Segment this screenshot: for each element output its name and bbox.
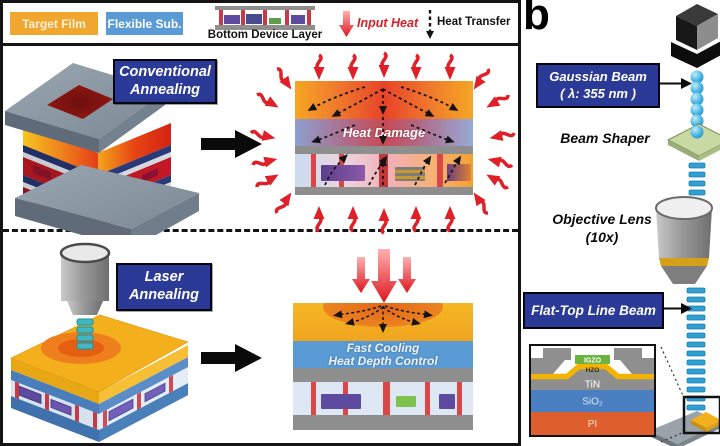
drain-electrode xyxy=(614,348,654,374)
objective-lens-label: Objective Lens (10x) xyxy=(543,210,661,246)
heat-transfer-arrows xyxy=(307,86,462,186)
objective-lens-line2: (10x) xyxy=(585,229,619,246)
device-stack-cross-section: IGZO HZO TiN SiO₂ PI xyxy=(531,348,654,435)
via xyxy=(457,382,462,415)
bottom-device-layer-region xyxy=(293,382,473,415)
gaussian-beam-line1: Gaussian Beam xyxy=(549,68,647,84)
flat-top-line-beam-label-box: Flat-Top Line Beam xyxy=(523,292,664,329)
objective-lens-line1: Objective Lens xyxy=(552,211,652,227)
via xyxy=(437,154,443,187)
flexible-sub-label: Flexible Sub. xyxy=(107,16,182,31)
input-heat-arrows-surround xyxy=(241,47,524,239)
laser-line2: Annealing xyxy=(128,287,200,303)
bottom-device-layer-label: Bottom Device Layer xyxy=(207,29,323,41)
panel-b-label: b xyxy=(523,0,550,39)
laser-input-heat-arrows xyxy=(352,249,416,303)
panel-annealing-comparison: Target Film Flexible Sub. Bottom Device … xyxy=(0,0,521,446)
heat-damage-label: Heat Damage xyxy=(342,125,426,140)
device-block xyxy=(321,165,365,181)
gaussian-beam-line2: ( λ: 355 nm ) xyxy=(560,85,636,101)
device-layer-top-bar xyxy=(293,368,473,382)
laser-line1: Laser xyxy=(144,269,184,286)
conventional-line1: Conventional xyxy=(119,63,211,80)
right-arrow-laser xyxy=(201,344,262,372)
fast-cooling-cross-section: Fast Cooling Heat Depth Control xyxy=(293,303,473,430)
device-layer-bottom-bar xyxy=(295,187,473,195)
flat-top-line-beam xyxy=(686,287,706,411)
target-film-label: Target Film xyxy=(22,16,86,31)
conventional-annealing-stack-illustration xyxy=(5,63,199,235)
device-block xyxy=(447,164,471,181)
gaussian-pointer-arrow xyxy=(658,78,692,89)
input-heat-arrow-icon xyxy=(339,11,354,37)
hzo-label: HZO xyxy=(586,367,600,374)
heat-depth-arrows xyxy=(333,305,433,333)
gaussian-beam-label-box: Gaussian Beam ( λ: 355 nm ) xyxy=(536,63,660,108)
sample-callout-box xyxy=(682,395,720,435)
gaussian-beam xyxy=(690,70,704,128)
heat-depth-control-label: Heat Depth Control xyxy=(328,353,438,368)
beam-shaper-plate xyxy=(666,123,720,161)
laser-objective-small xyxy=(59,242,111,350)
device-stack-inset: IGZO HZO TiN SiO₂ PI xyxy=(529,344,656,437)
via xyxy=(425,382,430,415)
device-block xyxy=(439,394,455,409)
flat-top-pointer-arrow xyxy=(662,303,692,314)
source-electrode xyxy=(531,348,571,374)
flexible-substrate-layer: Fast Cooling Heat Depth Control xyxy=(293,341,473,368)
legend-bar: Target Film Flexible Sub. Bottom Device … xyxy=(3,3,518,46)
bottom-device-layer-icon xyxy=(215,6,315,30)
sio2-label: SiO₂ xyxy=(582,397,603,408)
right-arrow-conventional xyxy=(201,130,262,158)
device-layer-bottom-bar xyxy=(293,415,473,430)
input-heat-label: Input Heat xyxy=(357,16,419,30)
conventional-line2: Annealing xyxy=(129,81,201,98)
laser-optics-column xyxy=(649,4,720,446)
tin-label: TiN xyxy=(585,380,600,391)
section-divider xyxy=(3,229,518,232)
via xyxy=(311,382,316,415)
device-block xyxy=(395,167,425,181)
via xyxy=(311,154,316,187)
flat-top-label: Flat-Top Line Beam xyxy=(531,303,656,318)
igzo-label: IGZO xyxy=(584,358,602,365)
objective-lens xyxy=(655,196,713,284)
target-film-layer xyxy=(293,303,473,341)
callout-leader-lines xyxy=(660,346,685,443)
device-block xyxy=(321,394,361,409)
flexible-sub-swatch: Flexible Sub. xyxy=(106,12,183,35)
beam-shaper-label: Beam Shaper xyxy=(560,130,650,146)
fast-cooling-label: Fast Cooling xyxy=(346,340,420,355)
panel-laser-optics-setup: b xyxy=(521,0,720,446)
pi-label: PI xyxy=(588,419,597,430)
heat-transfer-label: Heat Transfer xyxy=(437,16,511,28)
shaped-beam-upper xyxy=(688,162,706,196)
laser-annealing-label-box: Laser Annealing xyxy=(116,263,212,311)
device-layer-top-bar xyxy=(295,146,473,154)
device-block xyxy=(396,396,416,407)
heat-transfer-arrow-icon xyxy=(426,10,434,39)
target-film-swatch: Target Film xyxy=(10,12,98,35)
laser-head xyxy=(671,4,720,68)
conventional-annealing-label-box: Conventional Annealing xyxy=(113,59,217,104)
via xyxy=(383,382,390,415)
